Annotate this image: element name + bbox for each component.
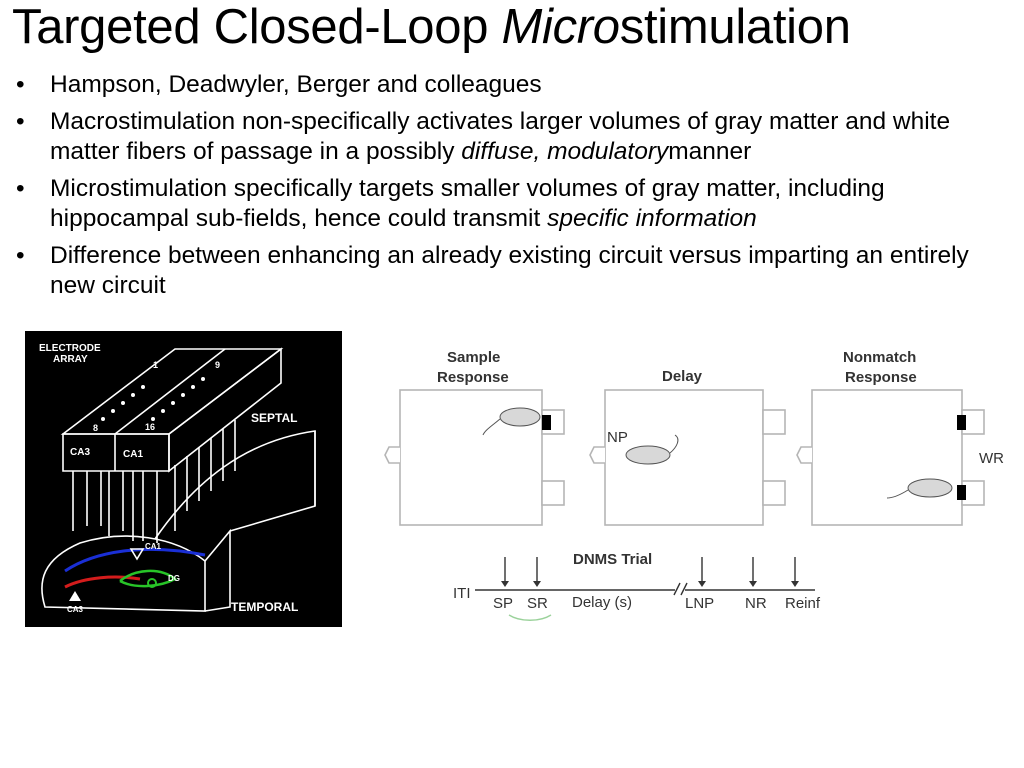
- label-nr: NR: [745, 595, 767, 612]
- nose-poke-1: [384, 446, 400, 464]
- label-sp: SP: [493, 595, 513, 612]
- dnms-task-diagram: Sample Response Delay Nonmatch Response …: [384, 349, 1004, 621]
- chamber-nonmatch: [811, 389, 963, 526]
- ca1-cell-label: CA1: [145, 542, 162, 551]
- rat-sample: [499, 407, 541, 427]
- slide-title: Targeted Closed-Loop Microstimulation: [12, 0, 851, 56]
- label-delay: Delay: [662, 368, 703, 385]
- septal-temporal-arch: [154, 430, 316, 540]
- array-label-ca3: CA3: [70, 447, 90, 458]
- electrode-label-line1: ELECTRODE: [39, 343, 101, 354]
- electrode-num-8: 8: [93, 423, 98, 433]
- lever-active-sample: [542, 415, 551, 430]
- array-top-divider: [114, 348, 226, 435]
- label-nonmatch-response: Response: [845, 369, 917, 386]
- ca3-cell-marker: [69, 591, 81, 601]
- array-label-ca1: CA1: [123, 449, 143, 460]
- sp-sr-bracket: [508, 614, 552, 621]
- bullet-tail: manner: [668, 138, 752, 165]
- nose-poke-2: [589, 446, 605, 464]
- rat-tail: [886, 489, 909, 499]
- bullet-text: Macrostimulation non-specifically activa…: [50, 108, 951, 165]
- nose-poke-3: [796, 446, 812, 464]
- bullet-text: Microstimulation specifically targets sm…: [50, 175, 885, 232]
- label-np: NP: [607, 429, 628, 446]
- bullet-dot: •: [16, 242, 25, 269]
- label-iti: ITI: [453, 585, 471, 602]
- ca3-layer: [64, 575, 141, 589]
- rat-delay: [625, 445, 671, 465]
- label-delay-s: Delay (s): [572, 594, 632, 611]
- bullet-dot: •: [16, 175, 25, 202]
- dg-cell: [147, 578, 157, 588]
- temporal-label: TEMPORAL: [231, 600, 298, 614]
- timeline-break: [680, 582, 688, 596]
- timeline-break: [673, 582, 681, 596]
- bullet-item: • Hampson, Deadwyler, Berger and colleagu…: [14, 70, 1014, 100]
- ca3-cell-label: CA3: [67, 605, 84, 614]
- dnms-task-figure: Sample Response Delay Nonmatch Response …: [375, 335, 1015, 635]
- electrode-wires: [72, 420, 236, 543]
- rat-tail: [482, 418, 501, 436]
- label-wr: WR: [979, 450, 1004, 467]
- hippocampus-slice-front: [41, 535, 206, 612]
- bullet-text: Hampson, Deadwyler, Berger and colleague…: [50, 71, 542, 98]
- lever-right-1: [541, 480, 565, 506]
- array-side-face: [168, 347, 282, 473]
- bullet-text: Difference between enhancing an already …: [50, 242, 969, 299]
- electrode-dots: [101, 377, 205, 421]
- electrode-array-diagram: ELECTRODE ARRAY 1 9 8 16 CA3 CA1 SEPTAL …: [39, 343, 316, 614]
- dentate-gyrus: [119, 569, 178, 588]
- bullet-item: • Microstimulation specifically targets s…: [14, 174, 1014, 234]
- lever-active-nonmatch-bottom: [957, 485, 966, 500]
- bullet-dot: •: [16, 71, 25, 98]
- label-nonmatch: Nonmatch: [843, 349, 916, 366]
- ca1-cell-marker: [129, 548, 145, 561]
- electrode-num-1: 1: [153, 360, 158, 370]
- title-part-2: Micro: [501, 0, 620, 54]
- electrode-num-16: 16: [145, 422, 155, 432]
- electrode-num-9: 9: [215, 360, 220, 370]
- septal-label: SEPTAL: [251, 411, 297, 425]
- bullet-item: • Macrostimulation non-specifically activ…: [14, 107, 1014, 167]
- lever-active-nonmatch-top: [957, 415, 966, 430]
- title-part-1: Targeted Closed-Loop: [12, 0, 502, 54]
- label-sr: SR: [527, 595, 548, 612]
- label-dnms-trial: DNMS Trial: [573, 551, 652, 568]
- ca1-layer: [64, 547, 206, 573]
- label-sample: Sample: [447, 349, 500, 366]
- label-lnp: LNP: [685, 595, 714, 612]
- rat-nonmatch: [907, 478, 953, 498]
- bullet-dot: •: [16, 108, 25, 135]
- electrode-label-line2: ARRAY: [53, 354, 88, 365]
- dg-cell-label: DG: [168, 574, 180, 583]
- label-sample-response: Response: [437, 369, 509, 386]
- label-reinf: Reinf: [785, 595, 821, 612]
- array-top-face: [60, 348, 284, 435]
- rat-tail: [669, 434, 679, 454]
- title-part-3: stimulation: [619, 0, 851, 54]
- bullet-item: • Difference between enhancing an already…: [14, 241, 1014, 301]
- lever-right-2: [762, 480, 786, 506]
- bullet-list: • Hampson, Deadwyler, Berger and colleagu…: [14, 70, 1014, 308]
- hippocampus-slice-side: [204, 528, 231, 612]
- lever-left-2: [762, 409, 786, 435]
- bullet-italic: diffuse, modulatory: [461, 138, 669, 165]
- bullet-italic: specific information: [547, 205, 757, 232]
- electrode-array-figure: ELECTRODE ARRAY 1 9 8 16 CA3 CA1 SEPTAL …: [25, 331, 342, 627]
